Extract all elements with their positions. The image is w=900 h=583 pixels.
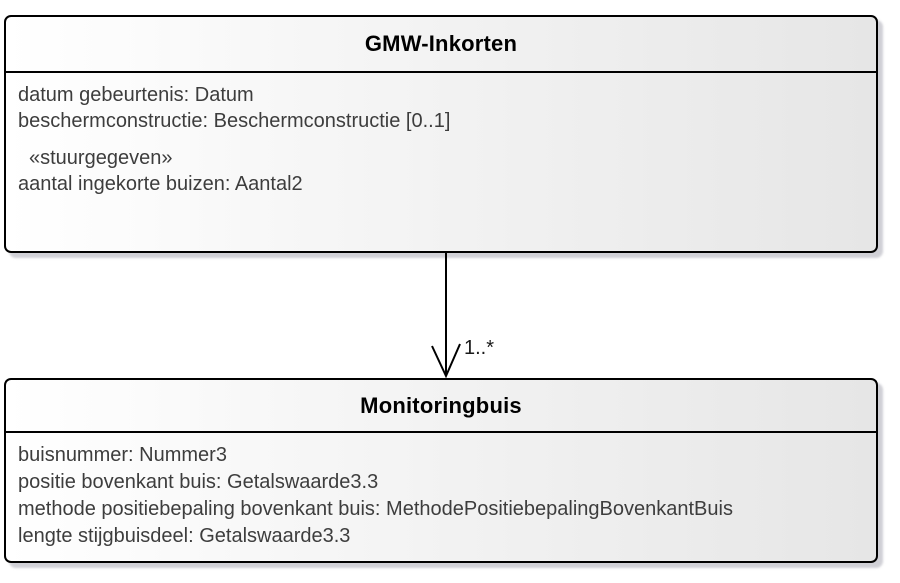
attribute-positie-bovenkant-buis: positie bovenkant buis: Getalswaarde3.3: [18, 471, 379, 493]
multiplicity-label: 1..*: [464, 337, 494, 359]
attribute-datum-gebeurtenis: datum gebeurtenis: Datum: [18, 84, 254, 106]
attribute-methode-positiebepaling: methode positiebepaling bovenkant buis: …: [18, 498, 733, 520]
open-arrowhead-icon: [431, 343, 461, 379]
attribute-lengte-stijgbuisdeel: lengte stijgbuisdeel: Getalswaarde3.3: [18, 525, 351, 547]
class-box-gmw-inkorten[interactable]: GMW-Inkorten datum gebeurtenis: Datum be…: [4, 15, 878, 253]
class-name-monitoringbuis: Monitoringbuis: [6, 380, 876, 433]
attributes-compartment: datum gebeurtenis: Datum beschermconstru…: [6, 73, 876, 197]
attribute-aantal-ingekorte-buizen: aantal ingekorte buizen: Aantal2: [18, 173, 303, 195]
association-connector[interactable]: 1..*: [418, 253, 558, 379]
class-name-gmw-inkorten: GMW-Inkorten: [6, 17, 876, 73]
attributes-compartment: buisnummer: Nummer3 positie bovenkant bu…: [6, 433, 876, 550]
attribute-beschermconstructie: beschermconstructie: Beschermconstructie…: [18, 110, 451, 132]
class-box-monitoringbuis[interactable]: Monitoringbuis buisnummer: Nummer3 posit…: [4, 378, 878, 563]
stereotype-group: «stuurgegeven» aantal ingekorte buizen: …: [18, 145, 864, 197]
stereotype-label: «stuurgegeven»: [29, 147, 173, 169]
attribute-buisnummer: buisnummer: Nummer3: [18, 444, 227, 466]
